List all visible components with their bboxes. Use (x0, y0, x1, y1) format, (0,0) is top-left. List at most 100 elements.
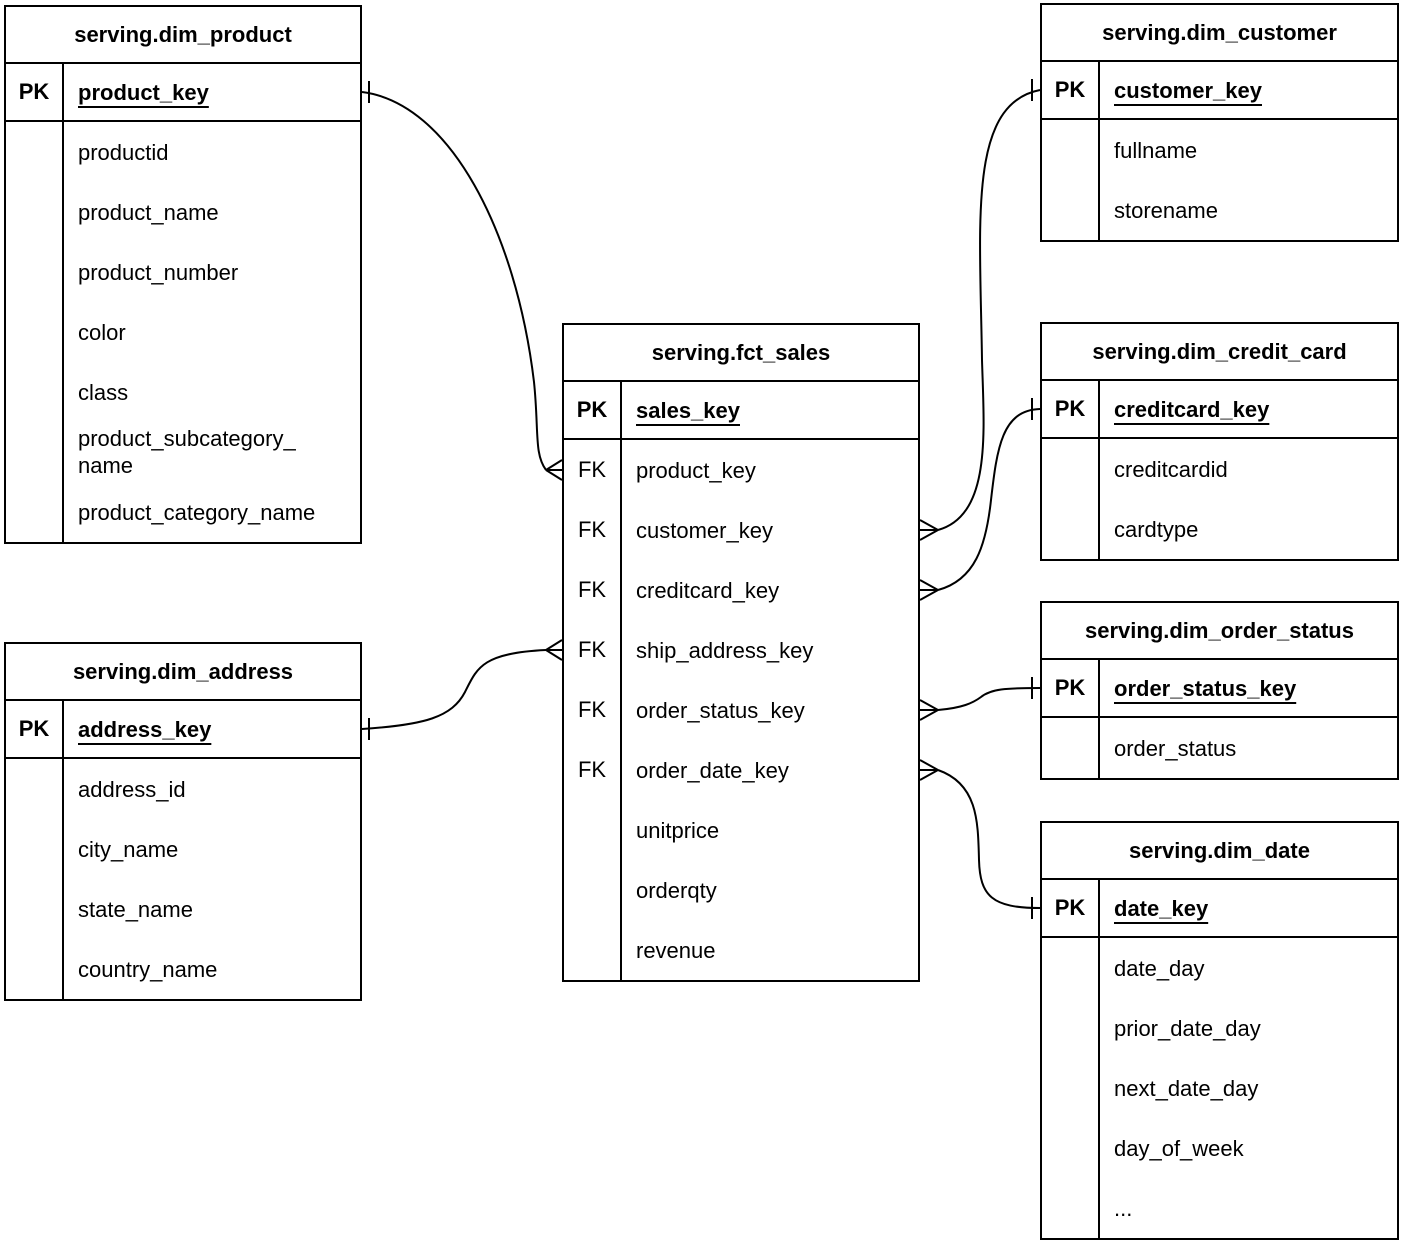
table-row: address_id (6, 759, 360, 819)
table-row: state_name (6, 879, 360, 939)
field-cell: product_name (78, 199, 219, 225)
key-cell (6, 422, 64, 482)
field-cell: unitprice (636, 817, 720, 843)
table-title: serving.dim_address (6, 644, 360, 701)
field-cell: product_subcategory_ name (78, 426, 296, 478)
field-cell: class (78, 379, 129, 405)
pk-row: PK customer_key (1042, 62, 1397, 120)
key-cell (6, 242, 64, 302)
key-cell (1042, 499, 1100, 559)
relationship-curve (361, 649, 547, 730)
pk-row: PK product_key (6, 64, 360, 122)
relationship-curve (937, 687, 1041, 711)
pk-label: PK (564, 382, 622, 438)
field-cell: product_number (78, 259, 239, 285)
field-cell: orderqty (636, 877, 717, 903)
relationship-order-status (919, 677, 1041, 721)
crows-foot-marker (919, 699, 939, 721)
fk-label: FK (564, 740, 622, 800)
key-cell (1042, 1118, 1100, 1178)
pk-field: order_status_key (1114, 675, 1297, 701)
field-cell: prior_date_day (1114, 1015, 1261, 1041)
field-cell: color (78, 319, 126, 345)
pk-field: customer_key (1114, 77, 1262, 103)
relationship-ship-address (361, 639, 563, 740)
field-cell: state_name (78, 896, 193, 922)
field-cell: ship_address_key (636, 637, 814, 663)
pk-label: PK (1042, 62, 1100, 118)
table-title: serving.dim_customer (1042, 5, 1397, 62)
key-cell (1042, 439, 1100, 499)
pk-label: PK (6, 701, 64, 757)
key-cell (6, 759, 64, 819)
table-row: color (6, 302, 360, 362)
field-cell: address_id (78, 776, 186, 802)
table-dim-customer: serving.dim_customer PK customer_key ful… (1040, 3, 1399, 242)
table-row: product_subcategory_ name (6, 422, 360, 482)
table-row: FK ship_address_key (564, 620, 918, 680)
key-cell (6, 182, 64, 242)
relationship-curve (937, 769, 1041, 909)
key-cell (6, 819, 64, 879)
field-cell: customer_key (636, 517, 773, 543)
field-cell: order_status_key (636, 697, 805, 723)
table-title: serving.dim_order_status (1042, 603, 1397, 660)
table-title: serving.dim_credit_card (1042, 324, 1397, 381)
field-cell: day_of_week (1114, 1135, 1244, 1161)
crows-foot-marker (919, 519, 939, 541)
table-row: product_number (6, 242, 360, 302)
key-cell (1042, 998, 1100, 1058)
pk-row: PK creditcard_key (1042, 381, 1397, 439)
table-row: orderqty (564, 860, 918, 920)
pk-label: PK (6, 64, 64, 120)
relationship-customer (919, 79, 1041, 541)
key-cell (1042, 1058, 1100, 1118)
key-cell (564, 800, 622, 860)
fk-label: FK (564, 440, 622, 500)
table-row: unitprice (564, 800, 918, 860)
field-cell: city_name (78, 836, 179, 862)
table-row: prior_date_day (1042, 998, 1397, 1058)
fk-label: FK (564, 620, 622, 680)
table-row: product_name (6, 182, 360, 242)
pk-label: PK (1042, 880, 1100, 936)
key-cell (1042, 120, 1100, 180)
pk-row: PK sales_key (564, 382, 918, 440)
table-dim-address: serving.dim_address PK address_key addre… (4, 642, 362, 1001)
table-row: storename (1042, 180, 1397, 240)
table-row: ... (1042, 1178, 1397, 1238)
pk-label: PK (1042, 660, 1100, 716)
relationship-curve (937, 89, 1041, 531)
pk-field: address_key (78, 716, 212, 742)
table-row: creditcardid (1042, 439, 1397, 499)
key-cell (1042, 1178, 1100, 1238)
relationship-curve (937, 408, 1041, 591)
key-cell (6, 939, 64, 999)
table-row: product_category_name (6, 482, 360, 542)
fk-label: FK (564, 560, 622, 620)
table-dim-order-status: serving.dim_order_status PK order_status… (1040, 601, 1399, 780)
table-title: serving.fct_sales (564, 325, 918, 382)
key-cell (1042, 718, 1100, 778)
crows-foot-marker (919, 579, 939, 601)
table-title: serving.dim_product (6, 7, 360, 64)
pk-row: PK date_key (1042, 880, 1397, 938)
table-row: city_name (6, 819, 360, 879)
pk-field: product_key (78, 79, 209, 105)
table-row: revenue (564, 920, 918, 980)
pk-row: PK address_key (6, 701, 360, 759)
table-row: productid (6, 122, 360, 182)
key-cell (6, 302, 64, 362)
field-cell: creditcardid (1114, 456, 1228, 482)
pk-field: sales_key (636, 397, 740, 423)
field-cell: creditcard_key (636, 577, 780, 603)
relationship-product (361, 81, 563, 481)
field-cell: order_status (1114, 735, 1237, 761)
field-cell: productid (78, 139, 169, 165)
table-row: next_date_day (1042, 1058, 1397, 1118)
field-cell: product_category_name (78, 499, 316, 525)
